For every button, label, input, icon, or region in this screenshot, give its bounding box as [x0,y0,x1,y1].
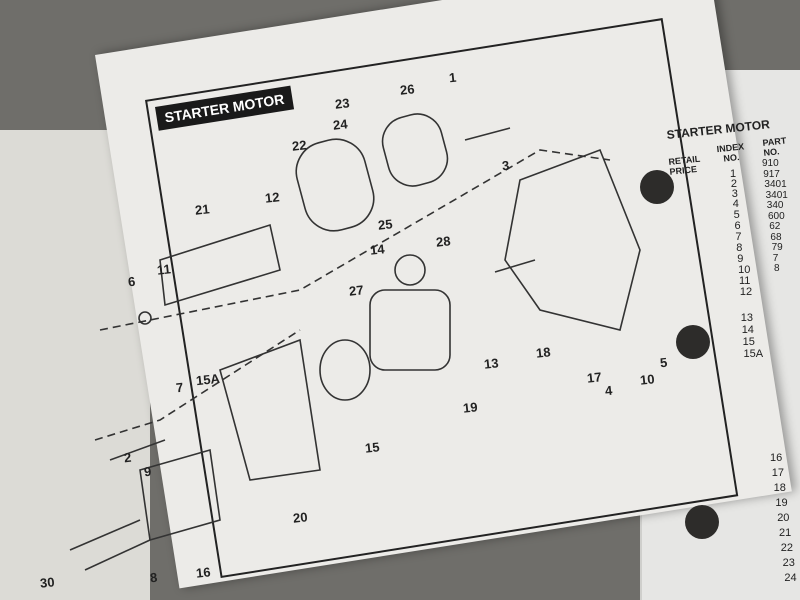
callout-18: 18 [535,344,552,361]
col-part-no: PART NO. [762,135,787,158]
binder-hole [640,170,674,204]
callout-20: 20 [292,509,309,526]
index-number: 12 [739,286,753,298]
part-number: 7 [772,252,779,264]
part-number: 68 [770,231,782,243]
index-number: 21 [779,527,792,539]
index-number: 13 [740,312,754,324]
callout-5: 5 [659,354,668,371]
callout-2: 2 [123,449,132,466]
callout-3: 3 [501,157,510,174]
index-number: 15A [743,348,764,360]
callout-25: 25 [377,216,394,233]
part-number: 340 [766,200,784,211]
index-number: 1 [730,168,737,180]
part-number: 79 [771,242,783,253]
callout-4: 4 [604,382,613,399]
index-number: 8 [736,242,743,254]
callout-11: 11 [156,261,172,278]
callout-6: 6 [127,273,136,290]
callout-8: 8 [149,569,158,586]
part-number: 3401 [765,189,788,201]
callout-24: 24 [332,116,349,133]
index-number: 9 [737,253,744,265]
callout-15a: 15A [195,370,221,389]
callout-19: 19 [462,399,479,416]
index-number: 7 [735,231,742,243]
index-number: 4 [732,198,739,210]
index-number: 18 [773,482,786,494]
callout-17: 17 [586,369,603,386]
callout-23: 23 [334,95,351,112]
index-number: 17 [771,467,785,479]
callout-1: 1 [448,69,457,86]
binder-hole [685,505,719,539]
col-index-no: INDEX NO. [716,141,745,164]
index-number: 19 [775,497,788,509]
index-number: 2 [730,178,738,190]
callout-26: 26 [399,81,416,98]
index-number: 24 [784,572,797,584]
col-retail-price: RETAIL PRICE [668,153,701,177]
callout-22: 22 [291,137,308,154]
index-number: 3 [731,188,738,200]
index-number: 14 [741,324,754,336]
callout-10: 10 [639,371,656,388]
callout-13: 13 [483,355,500,372]
callout-12: 12 [264,189,281,206]
index-number: 5 [733,209,740,221]
part-number: 910 [762,158,779,169]
index-number: 22 [780,542,794,554]
binder-hole [676,325,710,359]
part-number: 917 [763,168,780,180]
index-number: 6 [734,220,741,232]
index-number: 15 [742,336,755,348]
part-number: 8 [774,263,780,274]
index-number: 20 [777,512,790,524]
callout-15: 15 [364,439,381,456]
callout-21: 21 [194,201,211,218]
index-number: 23 [782,557,795,569]
callout-7: 7 [175,379,184,396]
callout-14: 14 [369,241,386,258]
index-number: 10 [738,264,751,276]
index-number: 16 [770,452,783,464]
callout-28: 28 [435,233,452,250]
index-number: 11 [739,275,751,287]
part-number: 600 [768,210,785,222]
callout-9: 9 [143,463,152,480]
part-number: 62 [769,221,781,232]
callout-27: 27 [348,282,365,299]
part-number: 3401 [764,179,787,190]
callout-16: 16 [195,564,212,581]
callout-30: 30 [39,574,56,591]
